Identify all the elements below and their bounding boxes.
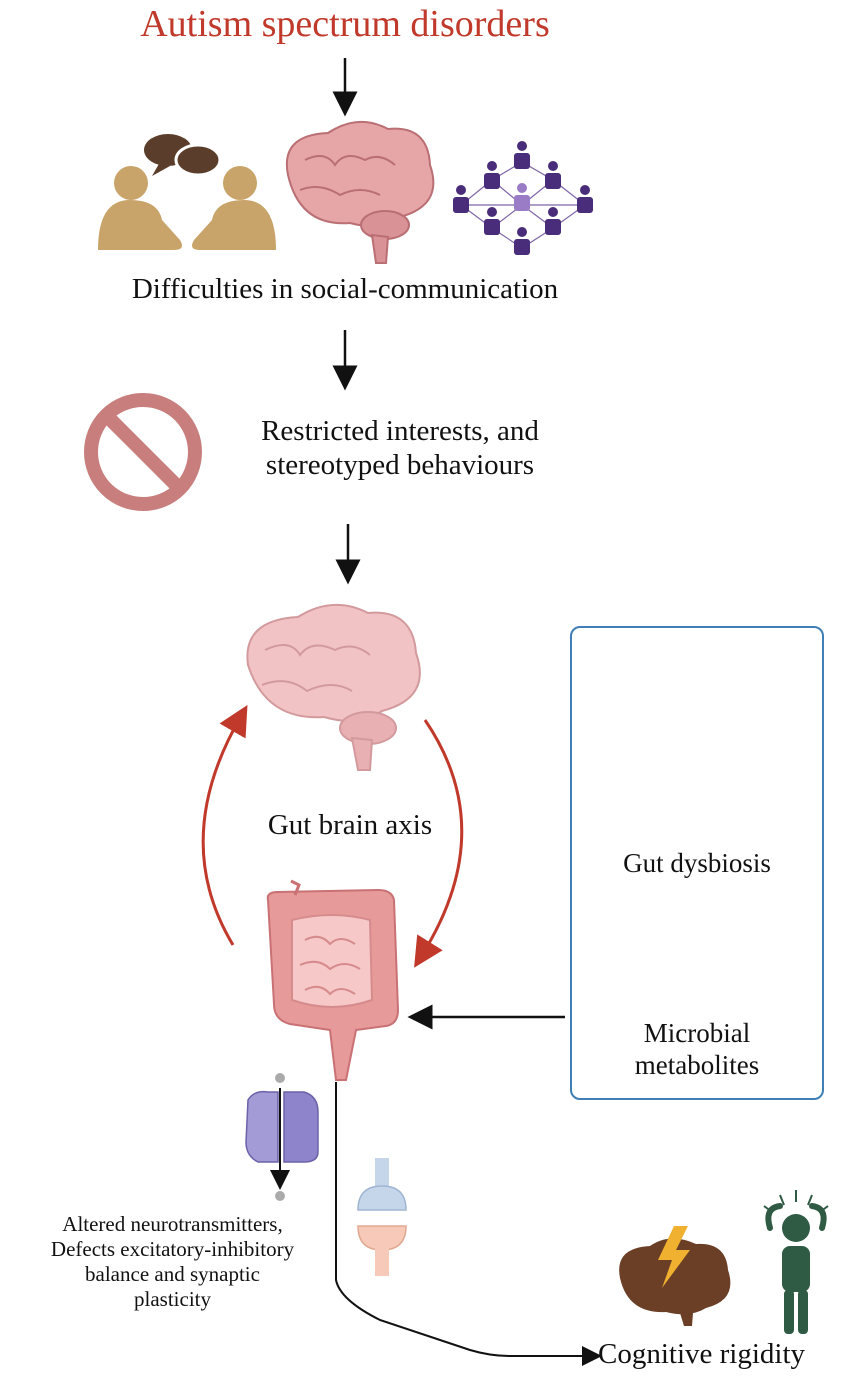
microbial-label: Microbial — [643, 1018, 751, 1048]
synapse-icon — [357, 1158, 407, 1276]
neuro-line-4: plasticity — [134, 1287, 211, 1311]
brain-icon — [246, 603, 421, 771]
metabolites-label: metabolites — [634, 1050, 760, 1080]
page-title: Autism spectrum disorders — [140, 3, 550, 45]
prohibition-icon — [84, 393, 202, 511]
ion-channel-icon — [245, 1073, 319, 1201]
microbiome-panel — [570, 626, 824, 1100]
person-figure — [514, 183, 530, 211]
restricted-interests-label-2: stereotyped behaviours — [265, 449, 535, 481]
person-figure — [514, 227, 530, 255]
social-communication-label: Difficulties in social-communication — [131, 273, 559, 305]
cognitive-rigidity-label: Cognitive rigidity — [598, 1338, 806, 1370]
gut-icon — [266, 879, 400, 1081]
lightning-brain-icon — [619, 1226, 731, 1326]
person-figure — [453, 185, 469, 213]
person-figure — [484, 161, 500, 189]
neuro-line-3: balance and synaptic — [85, 1262, 260, 1286]
stressed-person-icon — [763, 1190, 829, 1334]
neuro-line-2: Defects excitatory-inhibitory — [50, 1237, 295, 1261]
conversation-icon — [98, 134, 276, 250]
gut-brain-axis-label: Gut brain axis — [267, 809, 433, 841]
neuro-line-1: Altered neurotransmitters, — [62, 1212, 283, 1236]
person-figure — [484, 207, 500, 235]
person-figure — [545, 161, 561, 189]
person-figure — [545, 207, 561, 235]
person-figure — [514, 141, 530, 169]
restricted-interests-label-1: Restricted interests, and — [261, 415, 539, 447]
gut-dysbiosis-label: Gut dysbiosis — [623, 848, 771, 878]
brain-icon — [285, 120, 435, 264]
axis-arrow-up — [201, 704, 248, 946]
axis-arrow-down — [414, 719, 464, 968]
person-figure — [577, 185, 593, 213]
arrow-gut-to-rigidity — [335, 1082, 602, 1366]
